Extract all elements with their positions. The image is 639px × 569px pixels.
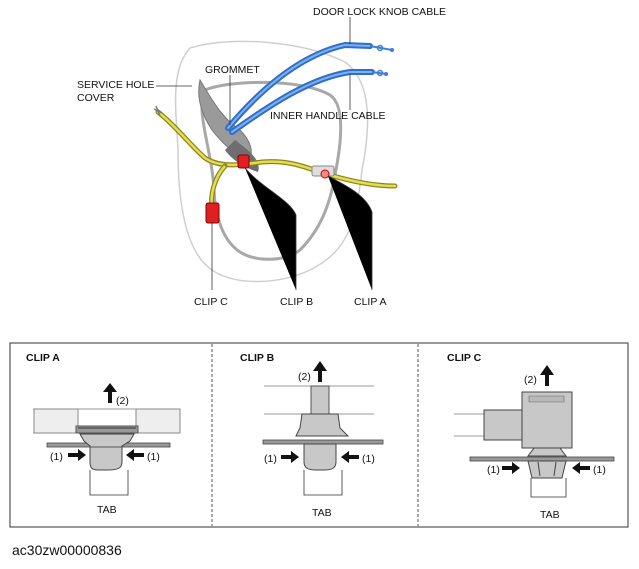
arrow-c-left (502, 462, 520, 474)
panel-a-title: CLIP A (26, 352, 60, 364)
label-clip-c: CLIP C (194, 296, 228, 308)
arrow-b-up (313, 361, 327, 382)
panel-c-step1-left: (1) (487, 464, 500, 476)
clip-b-body (295, 413, 350, 437)
label-door-lock-knob-cable: DOOR LOCK KNOB CABLE (313, 6, 446, 18)
label-grommet: GROMMET (205, 64, 260, 76)
panel-a-tab: TAB (97, 504, 117, 516)
label-service-hole-cover-2: COVER (77, 92, 115, 104)
clip-b-red (237, 154, 250, 169)
leader-clip-a (327, 175, 373, 290)
label-clip-b: CLIP B (280, 296, 313, 308)
arrow-a-right (126, 449, 144, 461)
handle-cable-end (371, 71, 387, 75)
panel-b-tab: TAB (312, 507, 332, 519)
arrow-c-up (540, 365, 554, 386)
panel-clip-b: CLIP B (240, 352, 384, 496)
figure-code: ac30zw00000836 (12, 542, 122, 558)
clip-a-body (79, 433, 135, 471)
label-inner-handle-cable: INNER HANDLE CABLE (270, 110, 386, 122)
panel-a-step2: (2) (116, 395, 129, 407)
arrow-b-right (341, 451, 359, 463)
harness-end-connector (153, 105, 163, 117)
panel-a-step1-right: (1) (147, 451, 160, 463)
knob-cable-end (369, 45, 393, 51)
panel-clip-c: CLIP C (447, 352, 615, 498)
service-hole-cover (174, 40, 369, 283)
panel-b-step1-left: (1) (264, 453, 277, 465)
arrow-a-up (103, 383, 117, 403)
panel-clip-a: CLIP A (26, 352, 181, 496)
panel-b-step2: (2) (298, 371, 311, 383)
clip-b-stem (310, 385, 330, 415)
clip-c-connector (483, 409, 527, 441)
arrow-a-left (68, 449, 86, 461)
label-clip-a: CLIP A (354, 296, 387, 308)
door-illustration (153, 17, 398, 290)
label-service-hole-cover-1: SERVICE HOLE (77, 79, 154, 91)
panel-c-step2: (2) (524, 374, 537, 386)
arrow-b-left (281, 451, 299, 463)
detail-frame (9, 342, 629, 528)
panel-b-step1-right: (1) (362, 453, 375, 465)
panel-c-tab: TAB (540, 509, 560, 521)
wire-harness (155, 109, 398, 189)
panel-c-step1-right: (1) (593, 464, 606, 476)
clip-c-red (205, 202, 220, 224)
panel-b-title: CLIP B (240, 352, 275, 364)
panel-c-title: CLIP C (447, 352, 482, 364)
panel-a-step1-left: (1) (50, 451, 63, 463)
arrow-c-right (572, 462, 590, 474)
leader-clip-b (244, 167, 297, 290)
